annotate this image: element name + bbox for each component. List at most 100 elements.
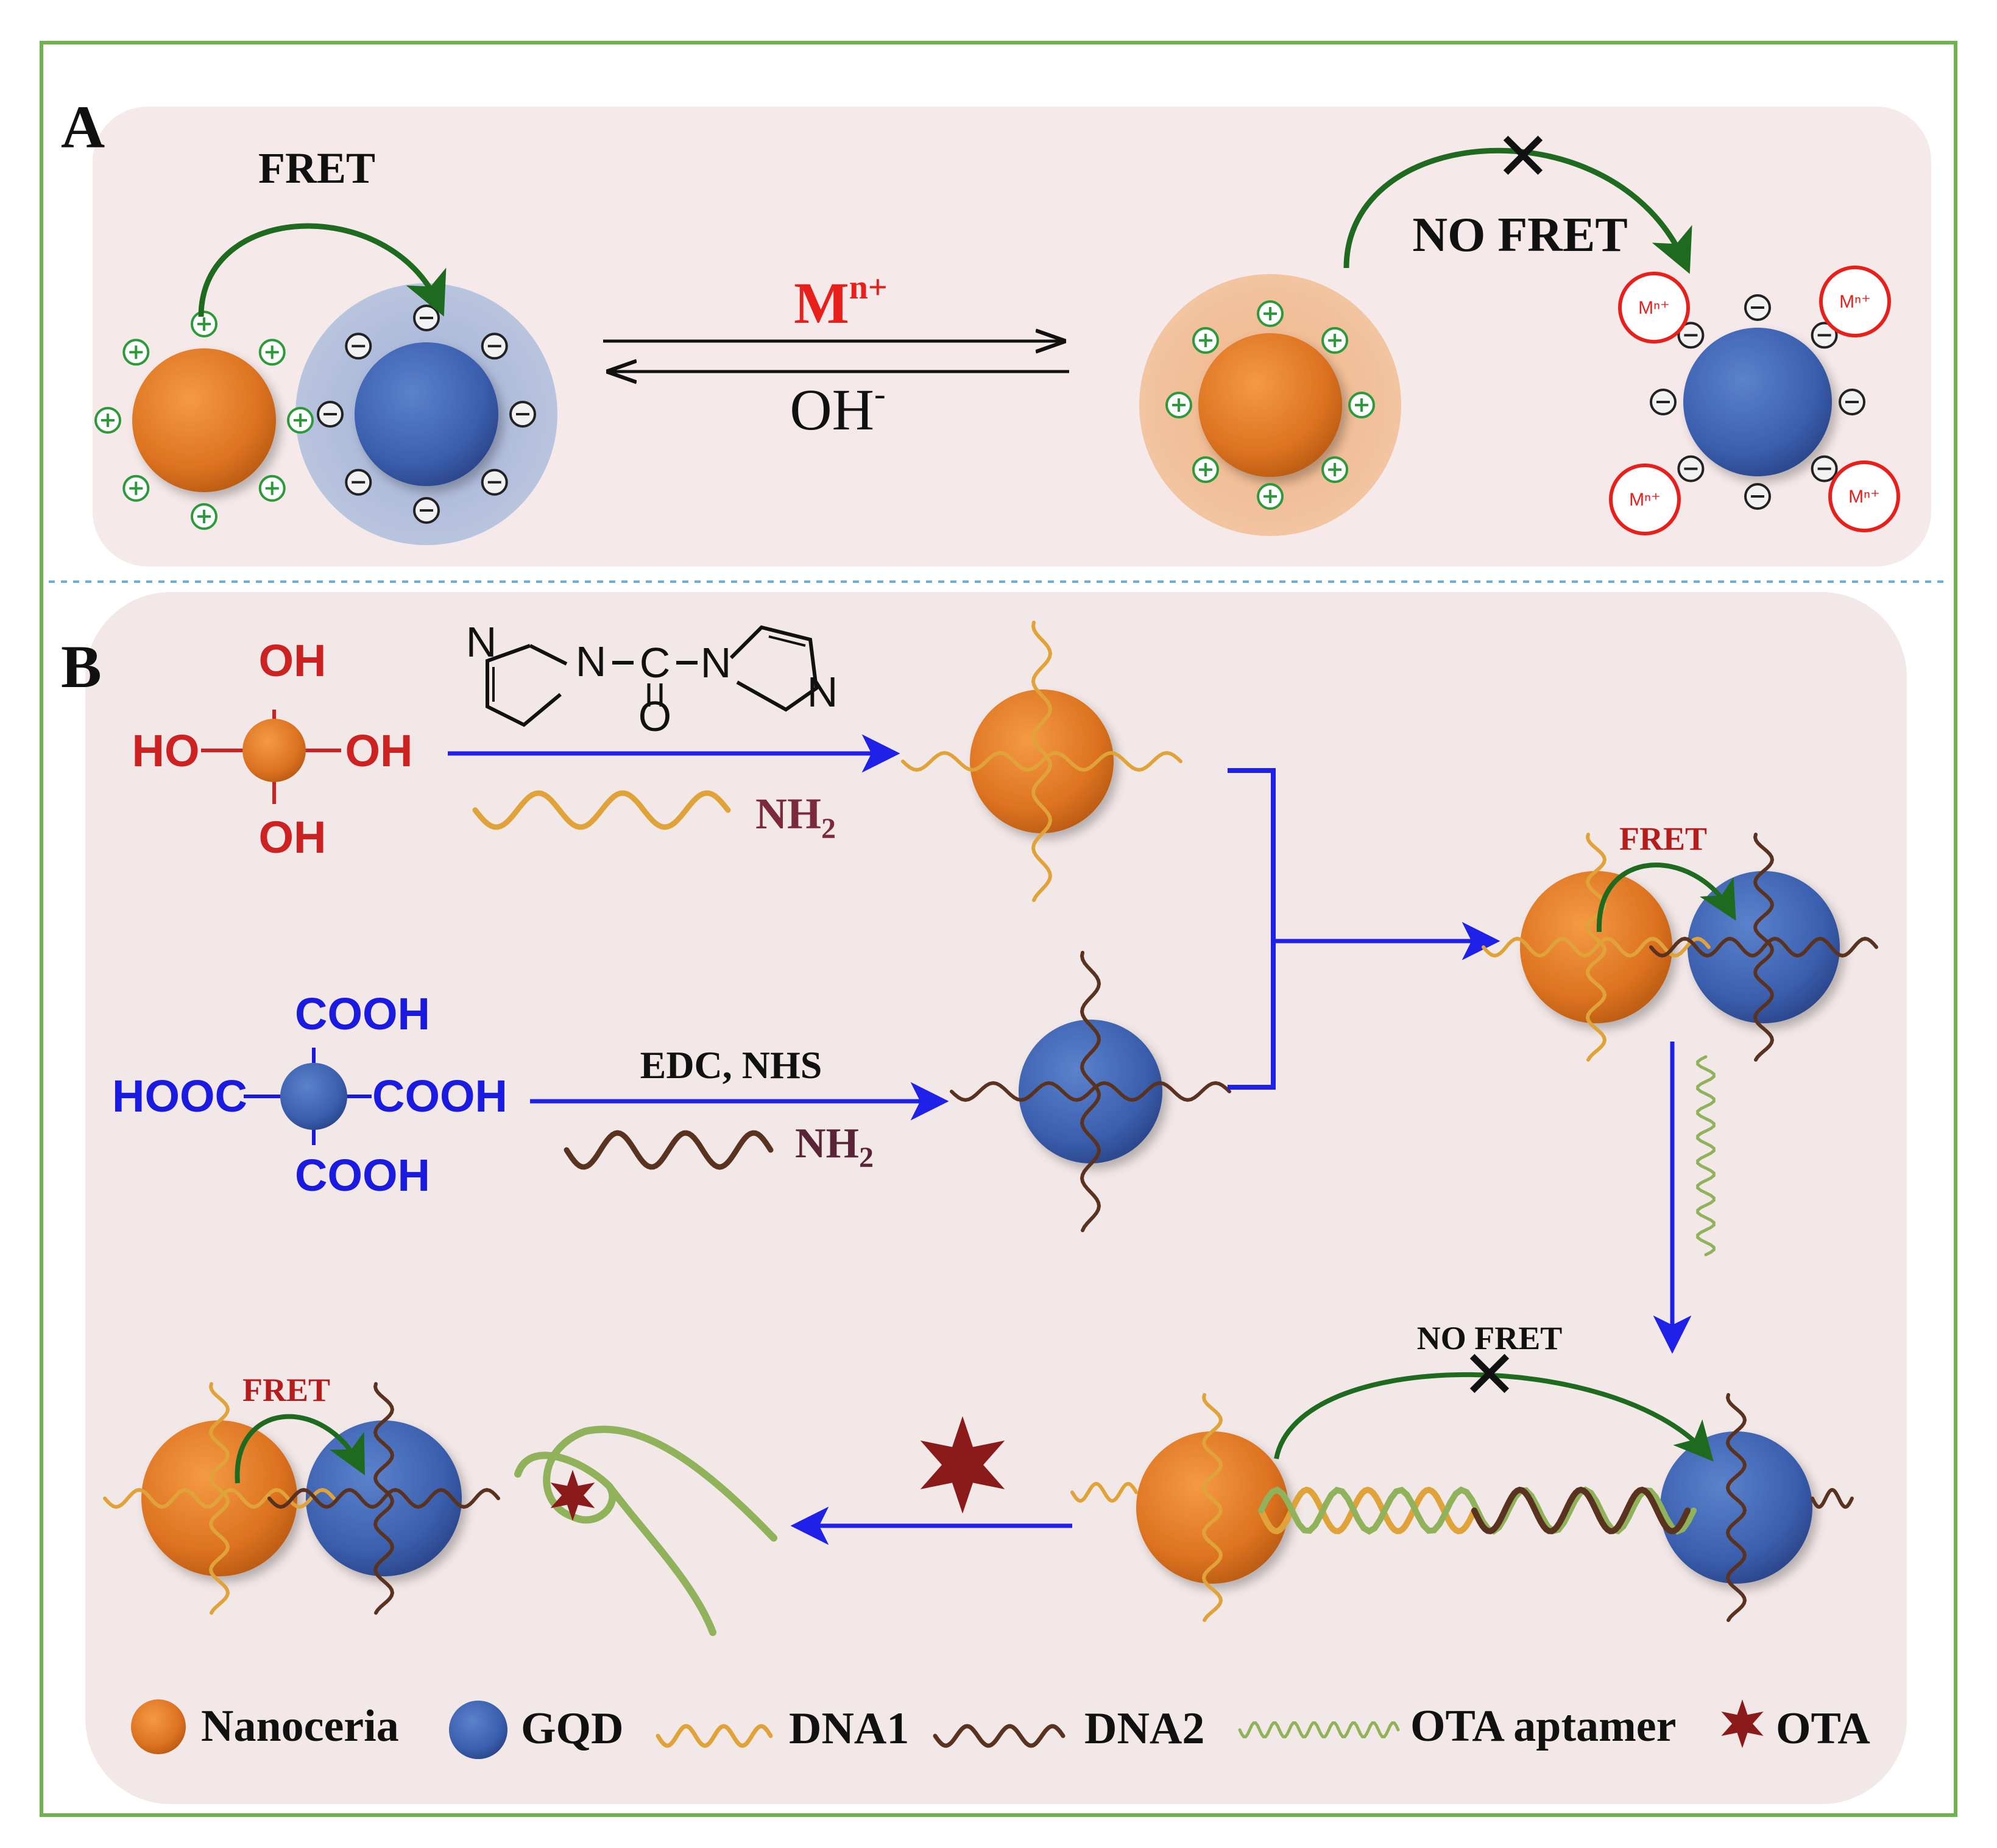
metal-ion-badge (1819, 266, 1891, 337)
dna-strand (472, 790, 731, 830)
no-fret-arrow-a (1343, 147, 1692, 274)
amine-dna1: NH2 (755, 789, 836, 845)
negative-charges-right (1650, 294, 1865, 510)
metal-ion-badge-label: Mⁿ⁺ (1848, 487, 1880, 507)
dna-strand (1585, 833, 1607, 1062)
fret-arrow-b-left (235, 1414, 365, 1484)
panel-b-label: B (61, 633, 102, 700)
panel-a-background (93, 107, 1931, 566)
gqd-particle-free (1683, 328, 1832, 476)
hydroxide-label: OH- (790, 375, 885, 442)
legend-gqd-label: GQD (521, 1704, 624, 1754)
nanoceria-separated (1136, 1431, 1288, 1584)
legend-ota-swatch (1721, 1699, 1764, 1748)
legend-nanoceria-swatch (131, 1699, 186, 1754)
nanoceria-hydroxyl-structure: OH HO OH OH (132, 635, 413, 862)
dna-strand (564, 1130, 774, 1170)
dna2-strand-reagent (564, 1130, 774, 1170)
dna-strand (1811, 1487, 1854, 1509)
dna-strand (103, 1487, 336, 1509)
dna-strand (1696, 1055, 1716, 1257)
gqd-separated (1660, 1431, 1812, 1584)
dna-strand (267, 1487, 500, 1509)
amine-dna2: NH2 (795, 1120, 874, 1174)
dna-strand (208, 1382, 230, 1615)
dna-strand (1238, 1721, 1400, 1738)
positive-charges-right (1165, 300, 1375, 510)
carboxyl-left: HOOC (112, 1071, 247, 1121)
dna-strand (1649, 936, 1878, 958)
fret-arrow-b-right (1596, 862, 1736, 933)
carboxyl-right: COOH (372, 1071, 507, 1121)
legend-aptamer-label: OTA aptamer (1410, 1701, 1676, 1751)
dna-strand (950, 1081, 1231, 1102)
carboxyl-bottom: COOH (295, 1150, 430, 1201)
legend-ota-label: OTA (1776, 1704, 1870, 1754)
metal-ion-badges: Mⁿ⁺ Mⁿ⁺ Mⁿ⁺ Mⁿ⁺ (1609, 266, 1900, 535)
dna-strand (373, 1382, 395, 1615)
cdi-n-right: N (807, 668, 838, 716)
legend-nanoceria-label: Nanoceria (201, 1701, 399, 1751)
no-fret-arrow-b (1274, 1372, 1714, 1462)
cdi-o: O (638, 693, 671, 740)
cdi-n-bridge-right: N (701, 639, 732, 686)
hydroxyl-top: OH (259, 635, 327, 686)
cdi-n-left: N (466, 618, 497, 666)
carboxyl-top: COOH (295, 989, 430, 1039)
dna-strand (901, 750, 1182, 772)
legend-dna2-swatch (933, 1724, 1066, 1748)
nanoceria-dna1-strands (901, 621, 1182, 902)
metal-ion-badge-label: Mⁿ⁺ (1629, 490, 1661, 510)
hydroxyl-bottom: OH (259, 812, 327, 862)
dna-strand (1080, 951, 1101, 1232)
ota-bound-star (550, 1470, 595, 1521)
dna-strand (933, 1724, 1066, 1748)
metal-ion-badge (1828, 460, 1900, 532)
fret-label-b-left: FRET (242, 1372, 330, 1408)
hydroxyl-left: HO (132, 725, 200, 776)
cdi-structure: N N C O N N (466, 618, 838, 740)
dna1-strand-reagent (472, 790, 731, 830)
pair-right-strands (1482, 833, 1878, 1062)
legend-gqd-swatch (449, 1701, 507, 1759)
no-fret-label-b: NO FRET (1417, 1320, 1563, 1356)
cdi-n-bridge-left: N (576, 638, 607, 685)
metal-ion-badge-label: Mⁿ⁺ (1638, 298, 1670, 318)
legend: Nanoceria GQD DNA1 DNA2 OTA aptamer OTA (131, 1699, 1870, 1759)
dna-strand (656, 1724, 773, 1748)
ota-aptamer-incoming (1696, 1055, 1716, 1257)
fret-arrow-a (198, 223, 447, 317)
cdi-c: C (640, 639, 671, 686)
no-fret-label-a: NO FRET (1412, 208, 1627, 262)
gqd-carboxyl-structure: COOH HOOC COOH COOH (112, 989, 507, 1201)
nanoceria-particle-free (1198, 333, 1342, 477)
ota-star-reagent (920, 1416, 1005, 1514)
dna-strand (1482, 936, 1711, 958)
positive-charges-left (94, 311, 314, 530)
dna-strand (1201, 1393, 1223, 1622)
dna-strand (1471, 1486, 1691, 1535)
blocked-mark-a: ✕ (1495, 119, 1551, 194)
hydroxyl-right: OH (345, 725, 413, 776)
negative-charges-left (317, 305, 536, 524)
aptamer-dna-duplex (1258, 1486, 1697, 1535)
gqd-dna2-strands (950, 951, 1231, 1232)
metal-ion-badge-label: Mⁿ⁺ (1839, 292, 1871, 312)
legend-aptamer-swatch (1238, 1721, 1400, 1738)
dna-strand (1258, 1486, 1477, 1535)
legend-dna1-label: DNA1 (789, 1704, 909, 1754)
blocked-mark-b: ✕ (1462, 1338, 1518, 1412)
dna-strand (1070, 1481, 1138, 1503)
aptamer-ota-complex (514, 1425, 777, 1636)
dna-strand (1031, 621, 1053, 902)
dna-strand (1725, 1393, 1747, 1622)
metal-ion-badge (1609, 464, 1681, 535)
gqd-particle (355, 342, 498, 486)
pair-left-strands (103, 1382, 500, 1615)
dna-strand (1753, 833, 1775, 1062)
edc-nhs-label: EDC, NHS (640, 1043, 822, 1087)
legend-dna2-label: DNA2 (1084, 1704, 1204, 1754)
panel-a-label: A (61, 93, 105, 161)
metal-ion-label: Mn+ (794, 269, 888, 336)
